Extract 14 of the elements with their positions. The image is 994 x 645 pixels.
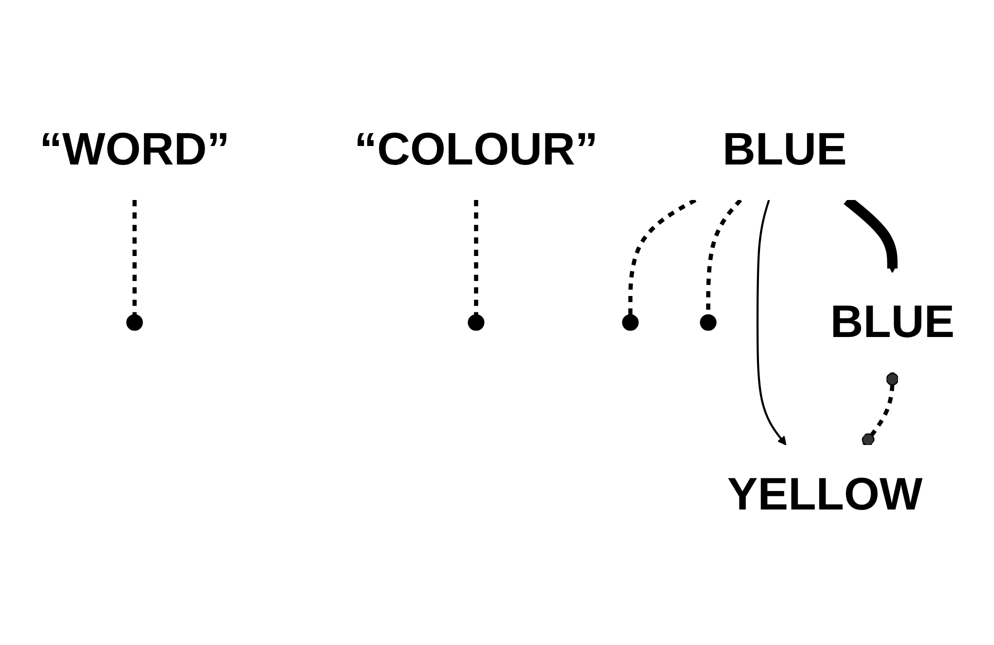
connector (628, 198, 696, 315)
node-text: BLUE (722, 124, 847, 176)
node-text: “WORD” (39, 124, 230, 176)
arrow (756, 200, 786, 446)
connector (474, 200, 478, 315)
node-text: YELLOW (727, 468, 923, 520)
node-circle (700, 314, 717, 331)
connector (862, 372, 899, 446)
node-circle (126, 314, 143, 331)
connector (132, 200, 137, 315)
node-circle (468, 314, 484, 331)
node-text: BLUE (830, 296, 955, 348)
node-circle (622, 314, 639, 331)
node-text: “COLOUR” (354, 124, 598, 176)
